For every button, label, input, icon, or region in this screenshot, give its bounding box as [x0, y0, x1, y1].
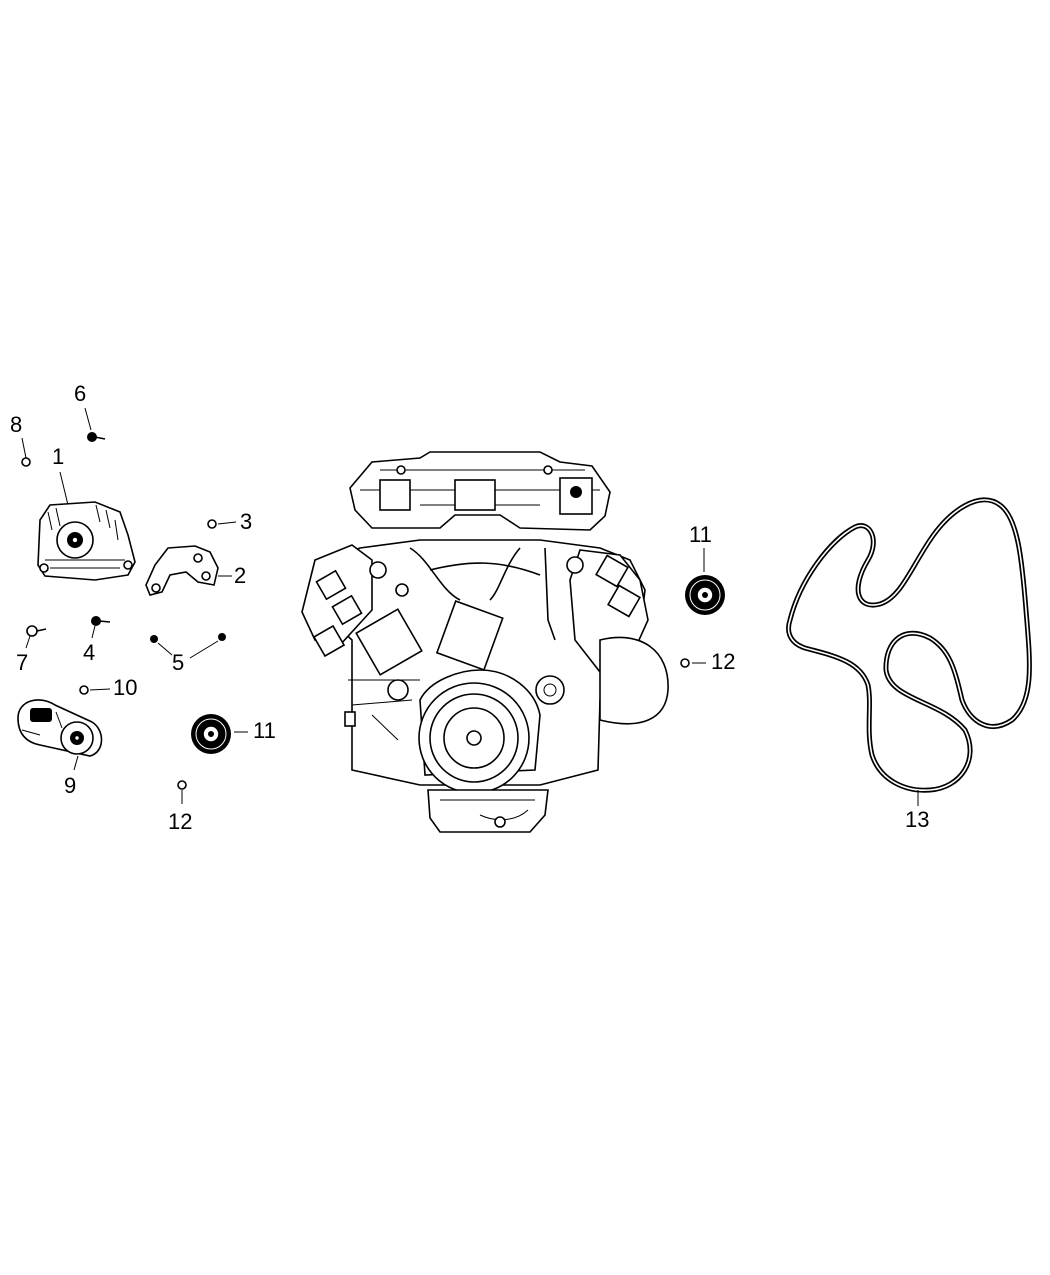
- callout-2: 2: [234, 563, 246, 588]
- callout-10: 10: [113, 675, 137, 700]
- part-11-idler-pulley-right[interactable]: [685, 548, 725, 615]
- part-12-bolt-right[interactable]: [680, 658, 706, 668]
- callout-11-right: 11: [689, 522, 712, 547]
- callout-6: 6: [74, 381, 86, 406]
- callout-4: 4: [83, 640, 95, 665]
- callout-7: 7: [16, 650, 28, 675]
- part-13-serpentine-belt[interactable]: [786, 497, 1032, 806]
- part-12-bolt-left[interactable]: [177, 780, 187, 804]
- part-10-bolt[interactable]: [79, 685, 111, 695]
- part-11-idler-pulley-left[interactable]: [191, 714, 248, 754]
- part-4-bolt[interactable]: [91, 616, 111, 639]
- callout-12-right: 12: [711, 649, 735, 674]
- part-2-bracket[interactable]: [145, 545, 232, 596]
- callout-11-left: 11: [253, 718, 276, 743]
- part-6-bolt[interactable]: [84, 407, 106, 442]
- part-9-tensioner[interactable]: [17, 699, 103, 771]
- part-8-bolt[interactable]: [21, 437, 31, 467]
- part-5-nuts[interactable]: [150, 633, 226, 659]
- callout-9: 9: [64, 773, 76, 798]
- callout-1: 1: [52, 444, 64, 469]
- part-7-bolt[interactable]: [25, 625, 47, 649]
- callout-12-left: 12: [168, 809, 192, 834]
- callout-8: 8: [10, 412, 22, 437]
- engine-assembly: [301, 451, 669, 833]
- part-3-nut[interactable]: [207, 519, 237, 529]
- callout-3: 3: [240, 509, 252, 534]
- callout-13: 13: [905, 807, 929, 832]
- callout-5: 5: [172, 650, 184, 675]
- part-1-alternator[interactable]: [37, 471, 136, 581]
